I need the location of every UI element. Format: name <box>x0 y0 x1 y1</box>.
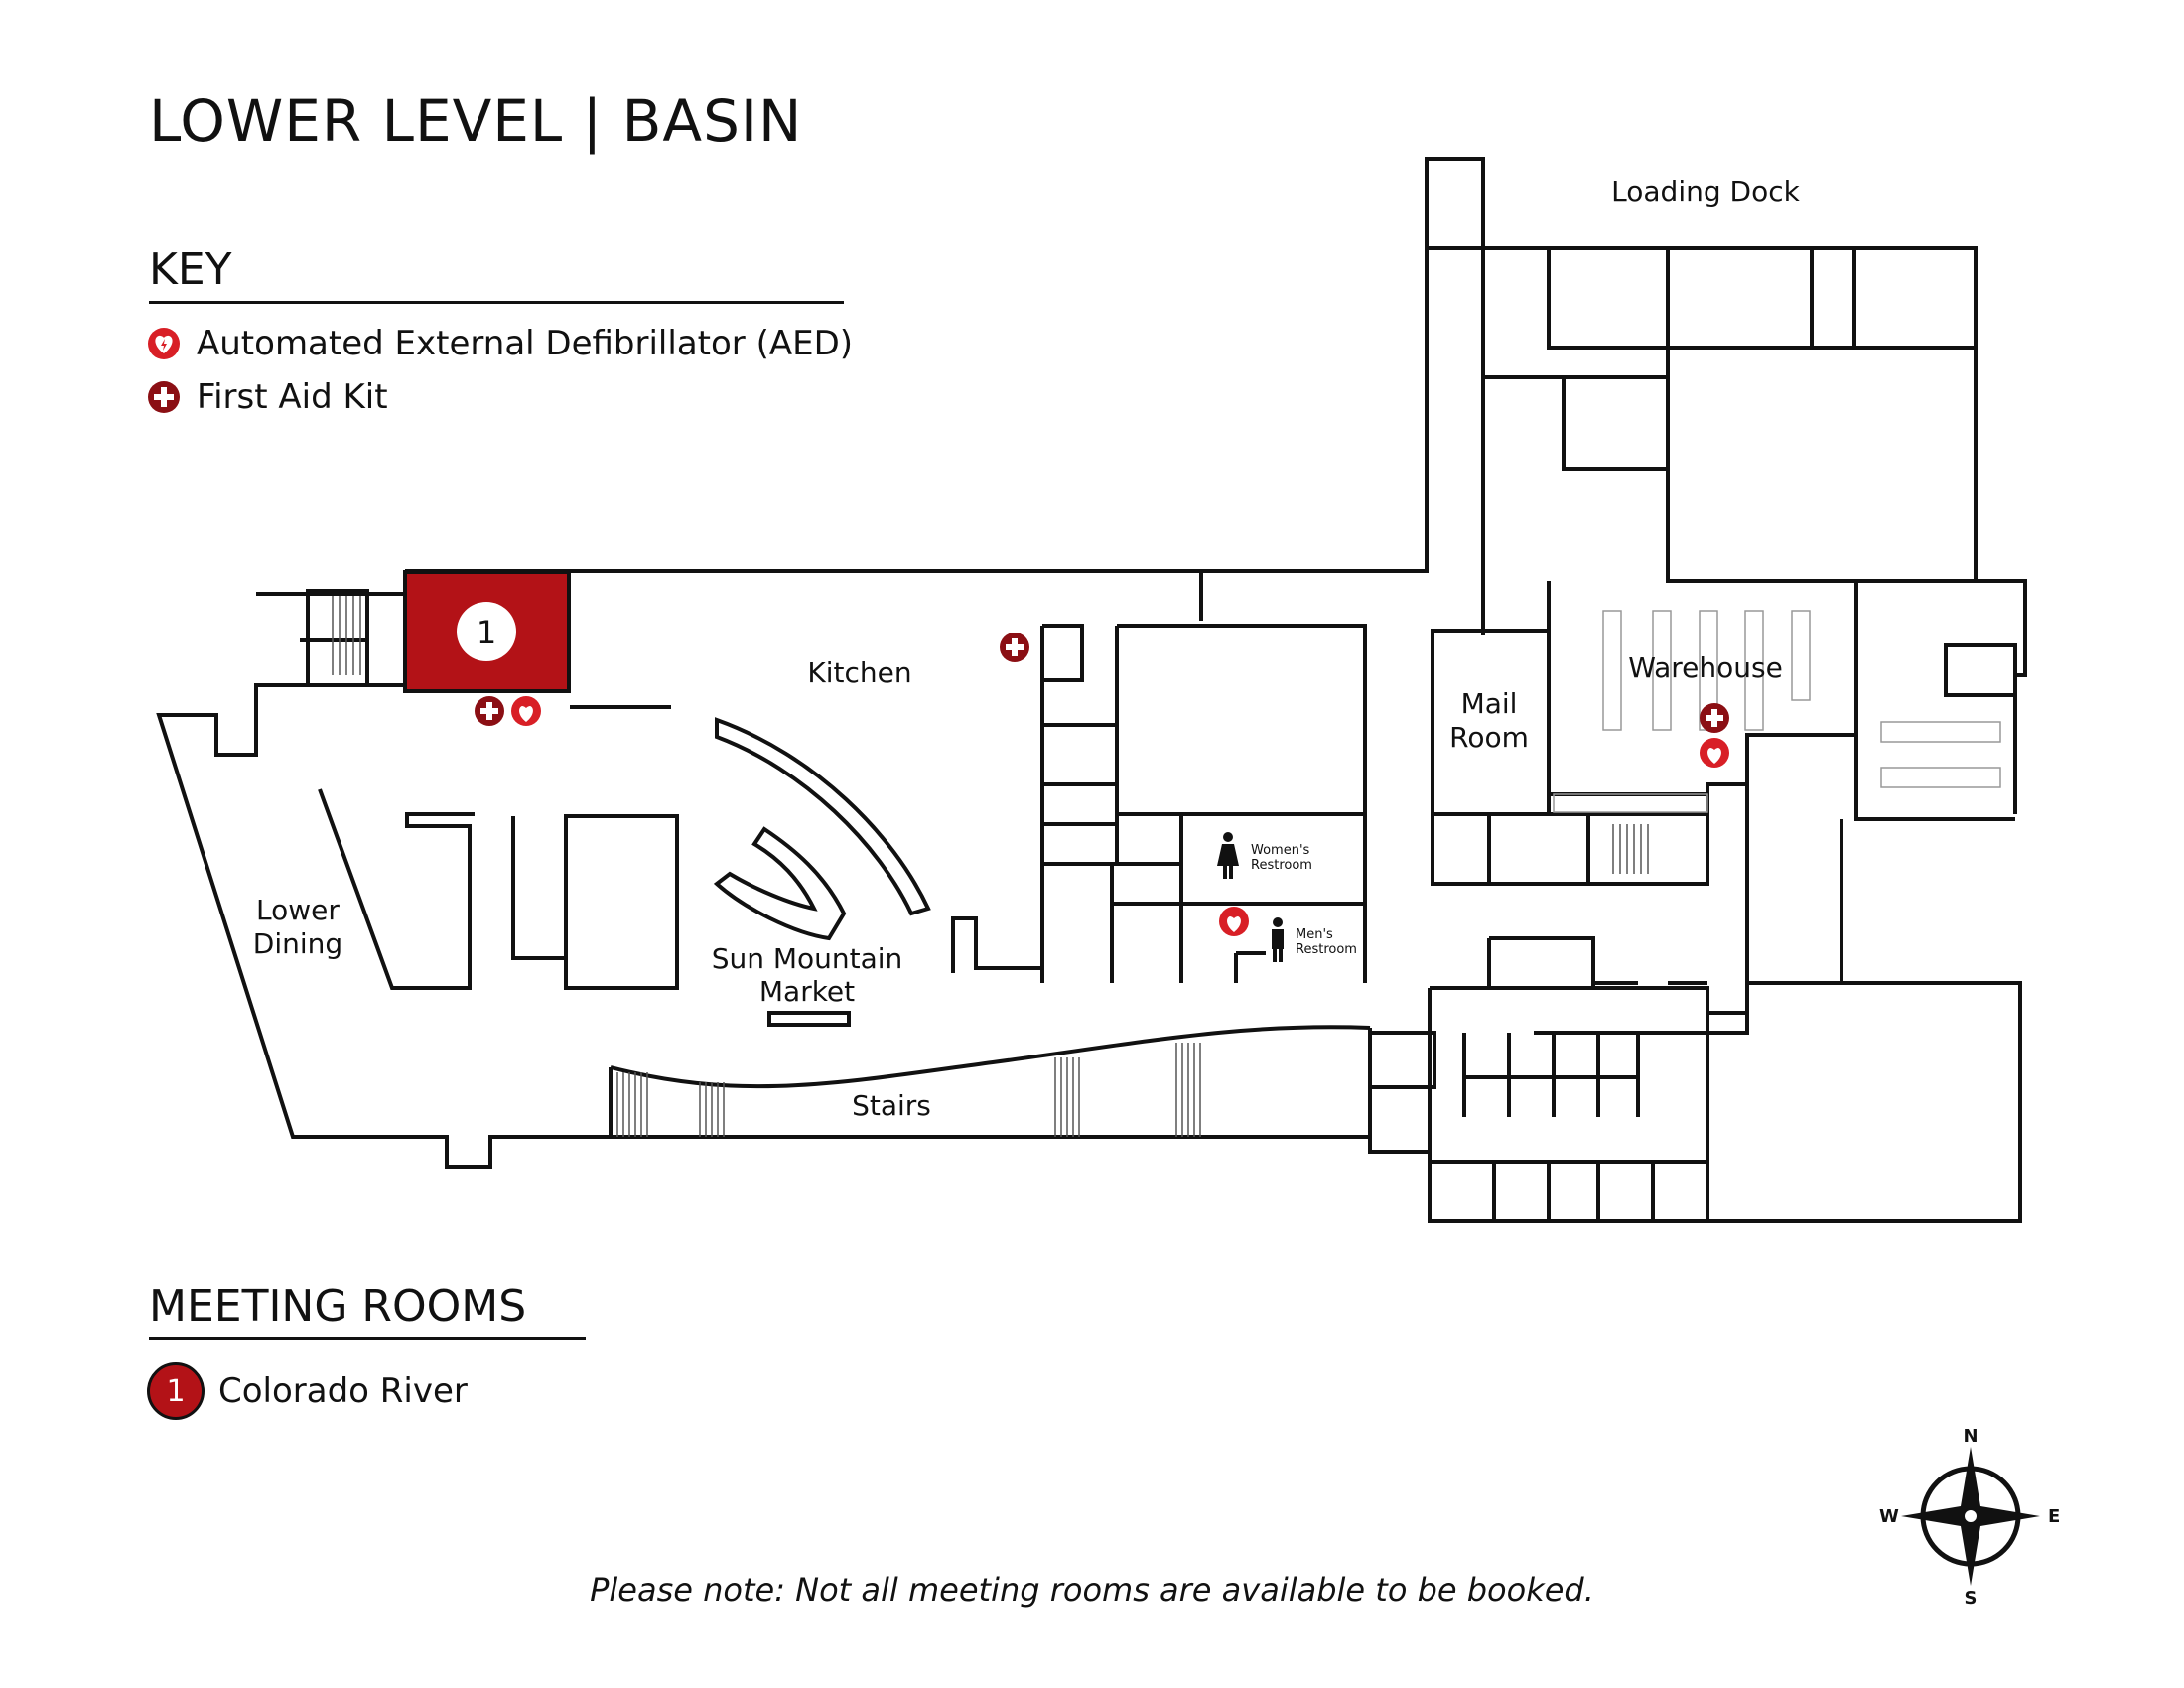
label-womens: Women's <box>1251 843 1310 858</box>
label-mens: Men's <box>1296 927 1333 942</box>
compass-rose-icon: N S E W <box>1879 1426 2060 1609</box>
label-warehouse: Warehouse <box>1628 651 1783 684</box>
aed-icon <box>148 328 180 359</box>
key-label-aed: Automated External Defibrillator (AED) <box>197 324 854 363</box>
meeting-room-item[interactable]: 1 Colorado River <box>147 1362 468 1420</box>
meeting-room-1-number: 1 <box>477 614 496 651</box>
label-mail: Mail <box>1461 687 1518 720</box>
meeting-room-name: Colorado River <box>218 1371 468 1411</box>
womens-restroom-icon <box>1217 832 1239 879</box>
compass-e: E <box>2048 1506 2060 1527</box>
label-mens-restroom: Restroom <box>1296 942 1357 957</box>
aed-icon <box>511 696 541 726</box>
label-lower: Lower <box>256 894 340 926</box>
compass-s: S <box>1965 1588 1978 1609</box>
aed-icon <box>1219 907 1249 936</box>
label-market: Market <box>759 975 855 1008</box>
key-heading: KEY <box>149 244 844 304</box>
first-aid-icon <box>1000 633 1029 662</box>
label-sun-mountain: Sun Mountain <box>712 942 903 975</box>
compass-n: N <box>1963 1426 1978 1447</box>
label-loading-dock: Loading Dock <box>1611 175 1800 208</box>
key-item-first-aid: First Aid Kit <box>147 377 388 417</box>
meeting-room-number-badge: 1 <box>147 1362 205 1420</box>
compass-w: W <box>1879 1506 1899 1527</box>
key-label-first-aid: First Aid Kit <box>197 377 388 417</box>
label-kitchen: Kitchen <box>807 656 911 689</box>
meeting-rooms-heading: MEETING ROOMS <box>149 1281 586 1340</box>
key-item-aed: Automated External Defibrillator (AED) <box>147 324 853 363</box>
first-aid-icon <box>1700 703 1729 733</box>
first-aid-icon <box>148 381 180 413</box>
label-womens-restroom: Restroom <box>1251 858 1312 873</box>
meeting-room-1-marker[interactable] <box>457 602 516 661</box>
label-mail-room: Room <box>1449 721 1529 754</box>
first-aid-icon <box>475 696 504 726</box>
mens-restroom-icon <box>1272 917 1284 962</box>
label-dining: Dining <box>253 927 342 960</box>
page-title: LOWER LEVEL | BASIN <box>149 87 803 155</box>
booking-note: Please note: Not all meeting rooms are a… <box>590 1571 1594 1609</box>
label-stairs: Stairs <box>852 1089 931 1122</box>
aed-icon <box>1700 738 1729 768</box>
